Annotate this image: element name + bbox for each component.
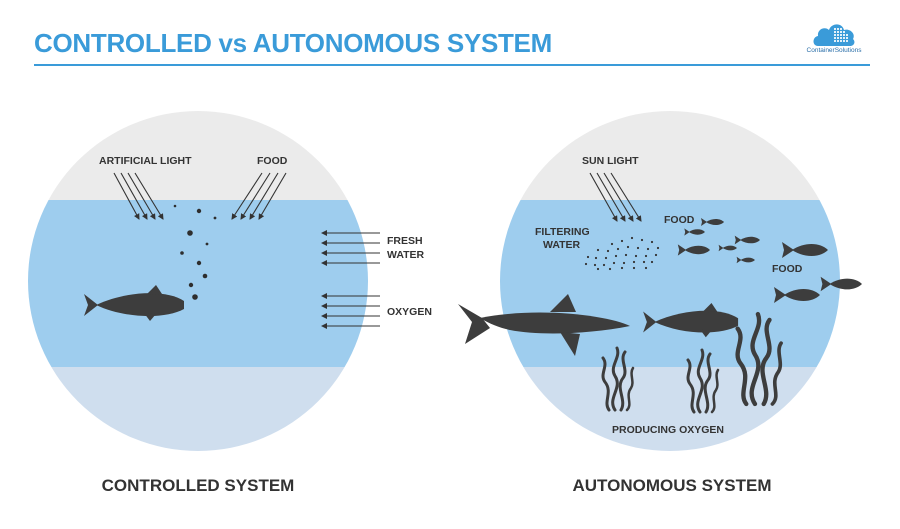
food-arrows bbox=[231, 172, 287, 220]
food-label: FOOD bbox=[257, 155, 288, 167]
page-title: CONTROLLED vs AUTONOMOUS SYSTEM bbox=[34, 28, 552, 58]
autonomous-floor bbox=[500, 367, 840, 451]
food-label-1: FOOD bbox=[664, 214, 695, 226]
sun-light-label: SUN LIGHT bbox=[582, 155, 639, 167]
food-pellets bbox=[173, 204, 217, 300]
artificial-light-label: ARTIFICIAL LIGHT bbox=[99, 155, 192, 167]
filtering-water-label-1: FILTERING bbox=[535, 226, 590, 238]
logo-text: ContainerSolutions bbox=[806, 47, 862, 54]
controlled-sky bbox=[28, 111, 368, 200]
brand-logo: ContainerSolutions bbox=[798, 20, 870, 60]
controlled-caption: CONTROLLED SYSTEM bbox=[102, 476, 295, 495]
fresh-water-label-1: FRESH bbox=[387, 235, 423, 247]
autonomous-tank: SUN LIGHT FILTERING WATER FOOD FOOD bbox=[458, 111, 862, 495]
oxygen-arrows bbox=[321, 293, 380, 329]
cloud-logo-icon bbox=[813, 24, 855, 46]
controlled-floor bbox=[28, 367, 368, 451]
controlled-tank: ARTIFICIAL LIGHT FOOD FRESH WATER bbox=[28, 111, 432, 495]
food-label-2: FOOD bbox=[772, 263, 803, 275]
plankton-dots bbox=[584, 236, 660, 271]
autonomous-caption: AUTONOMOUS SYSTEM bbox=[573, 476, 772, 495]
artificial-light-arrows bbox=[113, 172, 164, 220]
title-divider bbox=[34, 64, 870, 66]
sun-light-arrows bbox=[589, 172, 642, 222]
filtering-water-label-2: WATER bbox=[543, 239, 581, 251]
fresh-water-label-2: WATER bbox=[387, 249, 425, 261]
oxygen-label: OXYGEN bbox=[387, 306, 432, 318]
fresh-water-arrows bbox=[321, 230, 380, 266]
controlled-water bbox=[28, 200, 368, 367]
autonomous-sky bbox=[500, 111, 840, 200]
producing-oxygen-label: PRODUCING OXYGEN bbox=[612, 424, 724, 436]
autonomous-water bbox=[500, 200, 840, 367]
